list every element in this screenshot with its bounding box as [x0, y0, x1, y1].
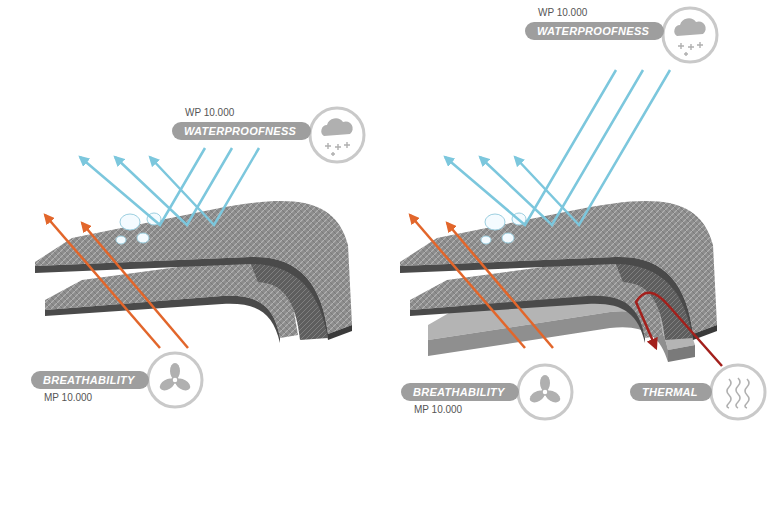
thermal-layer-end [668, 345, 695, 362]
water-arrows [80, 70, 670, 225]
heat-icon [711, 365, 765, 419]
label-pill: WP 10.000WATERPROOFNESS [172, 122, 311, 140]
pill-label: WATERPROOFNESS [525, 22, 664, 40]
two-layer-fabric [35, 201, 352, 343]
label-pill: BREATHABILITYMP 10.000 [401, 383, 519, 401]
pill-label: BREATHABILITY [401, 383, 519, 401]
rating-value: MP 10.000 [414, 404, 462, 416]
label-pill: BREATHABILITYMP 10.000 [31, 371, 149, 389]
pill-label: WATERPROOFNESS [172, 122, 311, 140]
fan-icon [518, 365, 572, 419]
heat-arrow [636, 293, 722, 366]
label-pill: THERMAL [630, 383, 712, 401]
rating-value: WP 10.000 [185, 107, 234, 119]
label-pill: WP 10.000WATERPROOFNESS [525, 22, 664, 40]
three-layer-fabric [400, 201, 717, 343]
thermal-layer-edge [428, 311, 668, 362]
rating-value: WP 10.000 [538, 7, 587, 19]
weather-icon [310, 108, 364, 162]
vapour-arrows [45, 215, 553, 348]
fan-icon [148, 353, 202, 407]
rating-value: MP 10.000 [44, 392, 92, 404]
pill-label: BREATHABILITY [31, 371, 149, 389]
pill-label: THERMAL [630, 383, 712, 401]
weather-icon [663, 8, 717, 62]
